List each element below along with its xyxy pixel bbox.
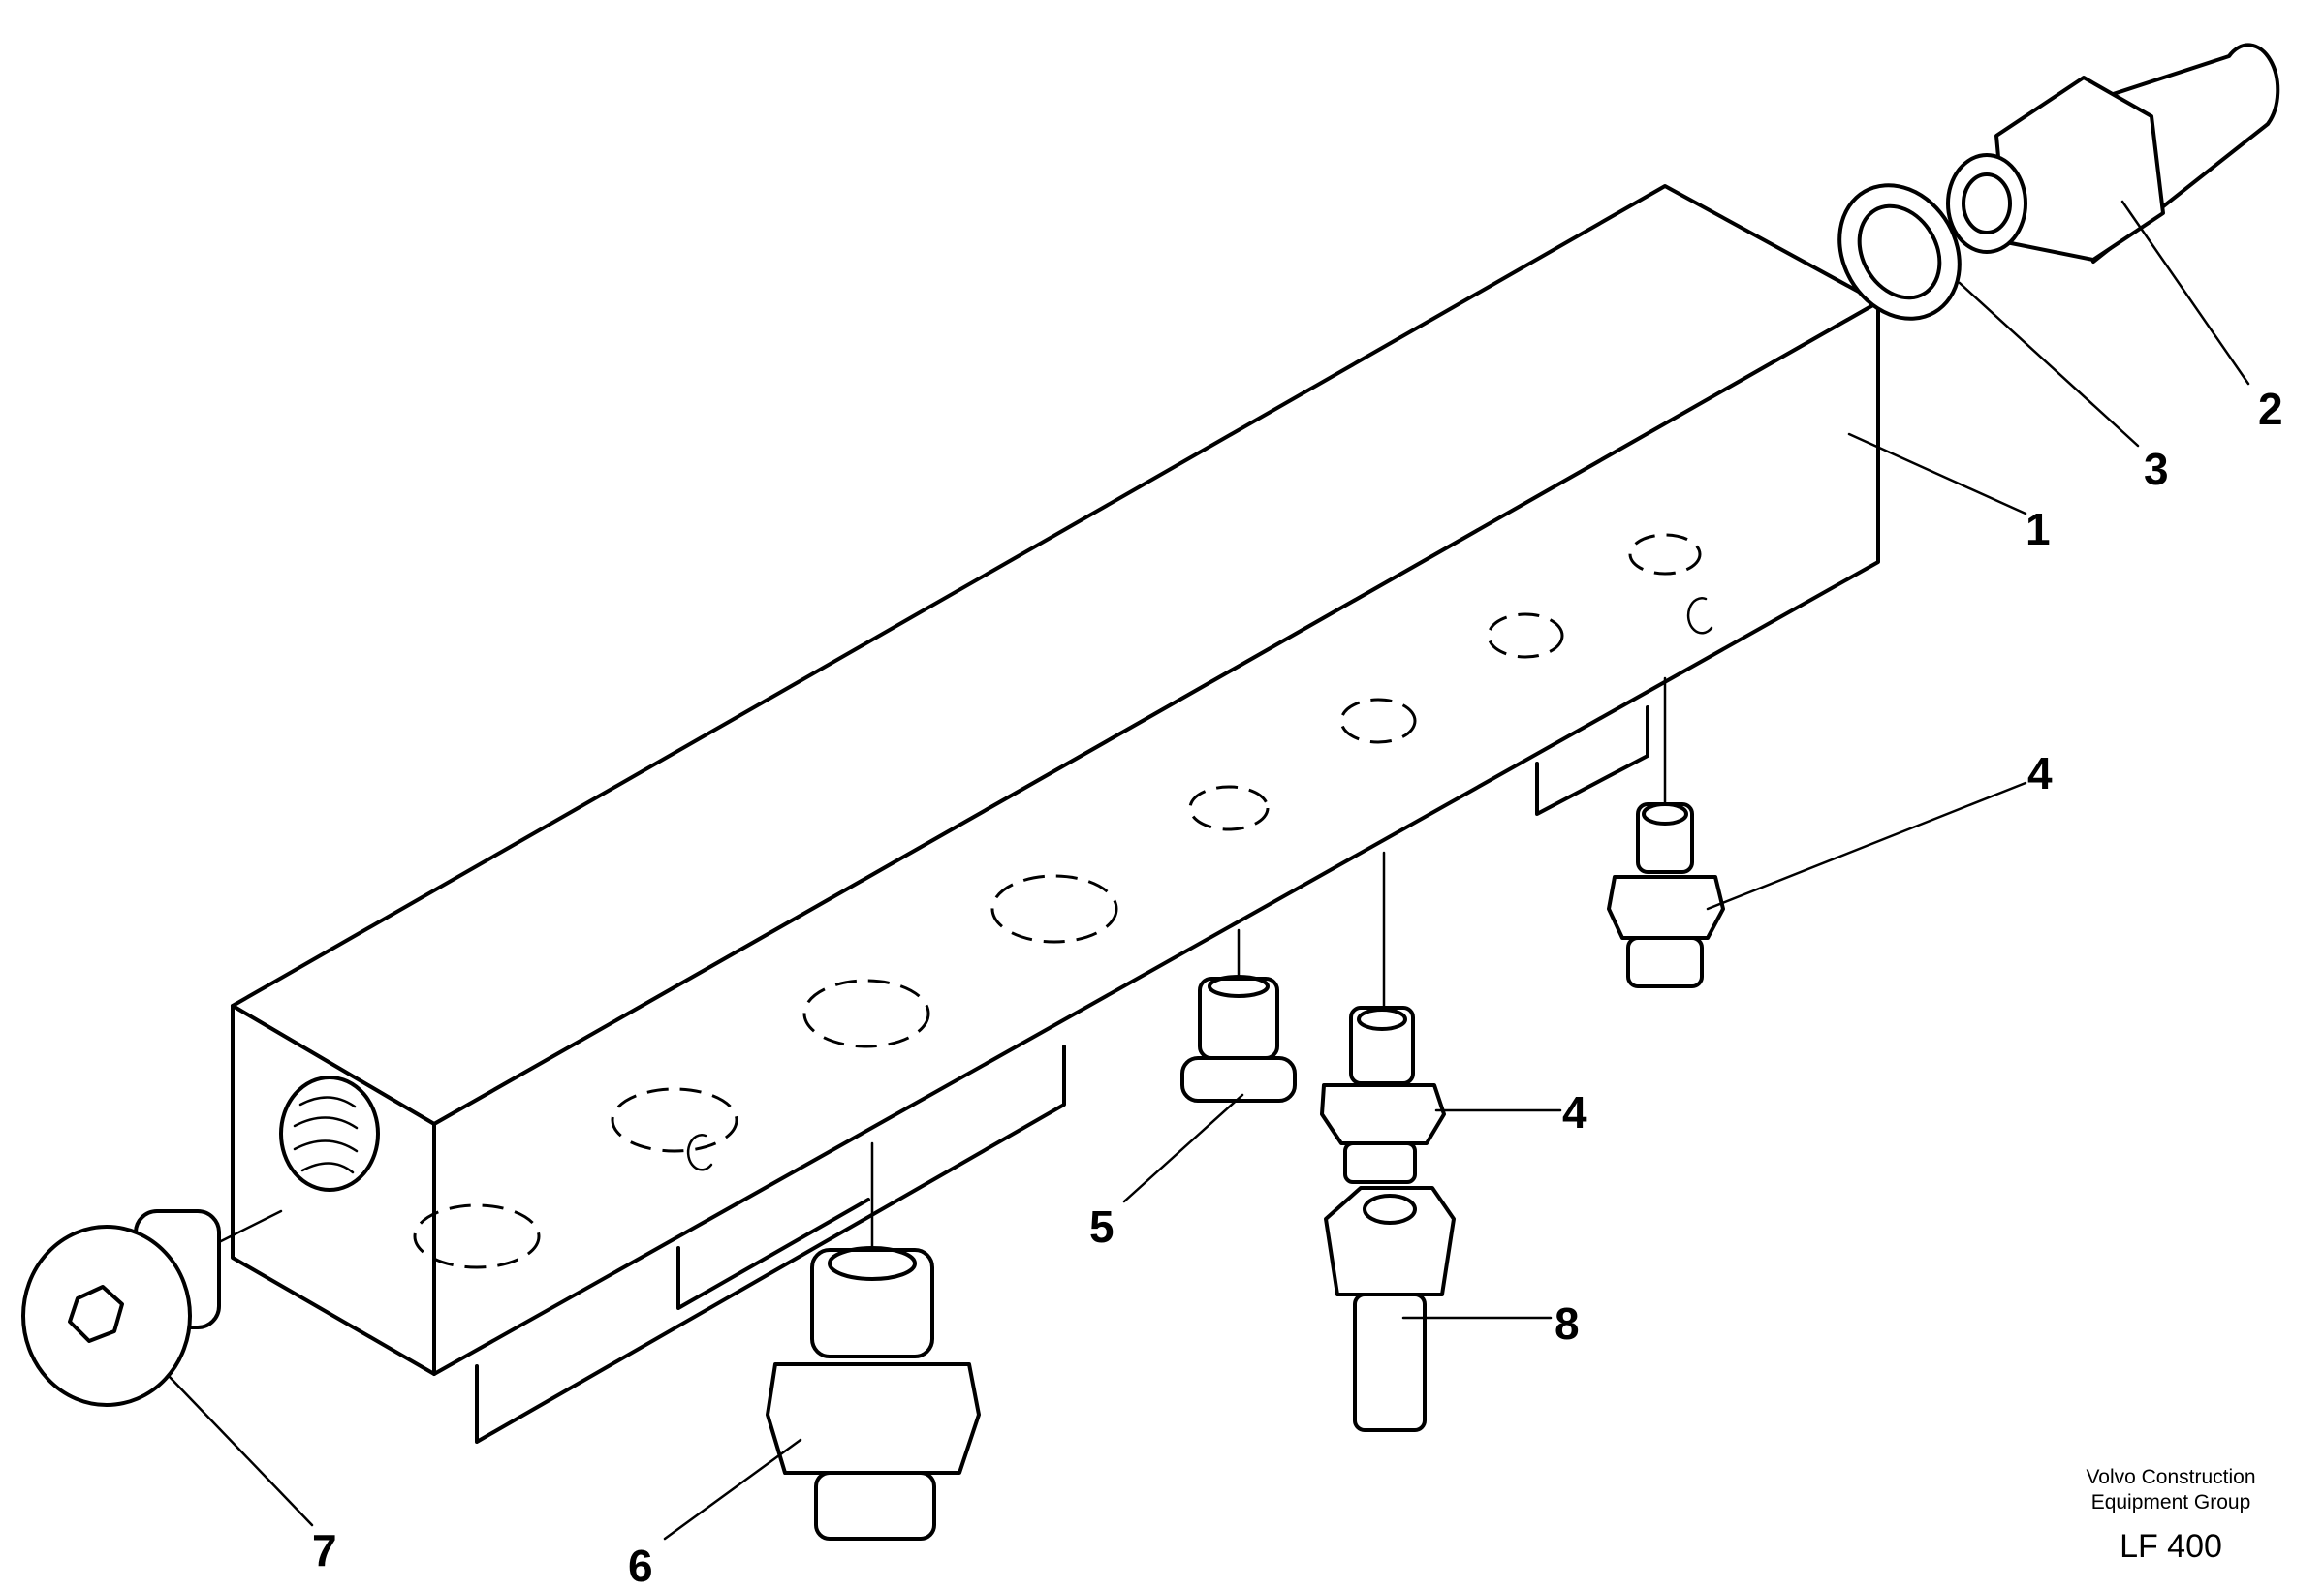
port-hole — [802, 979, 930, 1048]
part-socket-plug — [21, 1209, 221, 1407]
publisher-line-1: Volvo Construction — [2086, 1466, 2256, 1488]
ring-outer — [1837, 183, 1962, 321]
nipple-lower-thread — [1626, 936, 1704, 988]
callout-4-center: 4 — [1562, 1087, 1587, 1138]
callout-8: 8 — [1555, 1298, 1580, 1349]
callout-3: 3 — [2144, 444, 2169, 494]
end-bore — [279, 1076, 380, 1192]
hex-socket — [68, 1285, 124, 1343]
plug-head — [1180, 1056, 1297, 1103]
nipple-hex — [1607, 875, 1725, 940]
nipple-lower-thread — [1343, 1141, 1417, 1184]
callout-2: 2 — [2258, 384, 2283, 434]
publisher-line-2: Equipment Group — [2090, 1491, 2251, 1513]
block-flange-mid — [676, 1198, 870, 1310]
port-hole — [1339, 698, 1417, 744]
nipple-hex — [766, 1362, 981, 1475]
port-marker — [1686, 597, 1713, 635]
sheet-code: LF 400 — [2120, 1528, 2222, 1565]
callout-6: 6 — [628, 1541, 653, 1591]
nipple-thread — [1636, 802, 1694, 874]
port-hole — [1188, 785, 1270, 831]
part-nipple-upper — [1607, 802, 1725, 988]
part-nipple-large — [766, 1246, 981, 1541]
manifold-block — [231, 184, 1880, 1444]
plug-head — [21, 1225, 192, 1407]
port-hole — [611, 1087, 738, 1153]
adapter-hex — [1324, 1186, 1456, 1296]
leader-lines — [167, 200, 2250, 1541]
sensor-bore — [1962, 172, 2012, 234]
sensor-thread — [1946, 153, 2027, 254]
bore-thread — [293, 1096, 359, 1174]
part-sealing-ring — [1837, 183, 1962, 321]
callout-1: 1 — [2026, 504, 2051, 554]
part-sensor — [1946, 43, 2280, 264]
nipple-hex — [1320, 1083, 1446, 1145]
ring-inner — [1857, 203, 1942, 300]
block-flange-left — [475, 1045, 1066, 1444]
part-nipple-center — [1320, 1006, 1446, 1184]
callout-7: 7 — [312, 1525, 337, 1575]
port-hole — [1487, 612, 1564, 659]
part-adapter — [1324, 1186, 1456, 1432]
block-flange-right — [1535, 705, 1649, 816]
callout-5: 5 — [1089, 1201, 1115, 1252]
adapter-stem — [1353, 1293, 1427, 1432]
part-plug — [1180, 975, 1297, 1103]
port-hole — [1628, 533, 1702, 576]
callout-4-upper: 4 — [2027, 748, 2053, 798]
port-hole — [413, 1203, 541, 1269]
port-hole — [990, 874, 1118, 944]
port-marker — [686, 1134, 713, 1171]
nipple-lower-thread — [814, 1471, 936, 1541]
